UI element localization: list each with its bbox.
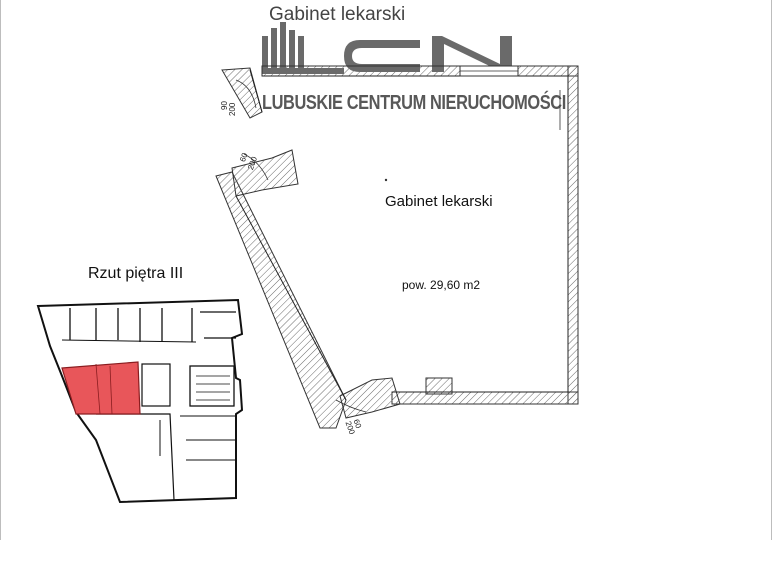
wall-diagonal bbox=[215, 171, 347, 429]
room-area-label: pow. 29,60 m2 bbox=[402, 278, 481, 292]
room-name-label: Gabinet lekarski bbox=[385, 193, 493, 210]
key-floorplan bbox=[36, 298, 244, 504]
room-plan bbox=[215, 65, 579, 429]
door-top-height-label: 200 bbox=[228, 102, 237, 116]
wall-bottom-notch bbox=[339, 377, 401, 419]
highlighted-unit bbox=[61, 361, 141, 415]
wall-bottom bbox=[391, 391, 579, 405]
wall-top bbox=[261, 65, 461, 77]
logo-tagline: LUBUSKIE CENTRUM NIERUCHOMOŚCI bbox=[262, 92, 566, 114]
floorplan-title: Rzut piętra III bbox=[88, 265, 184, 282]
header-title: Gabinet lekarski bbox=[269, 4, 406, 25]
wall-column bbox=[425, 377, 453, 395]
wall-right bbox=[567, 65, 579, 405]
